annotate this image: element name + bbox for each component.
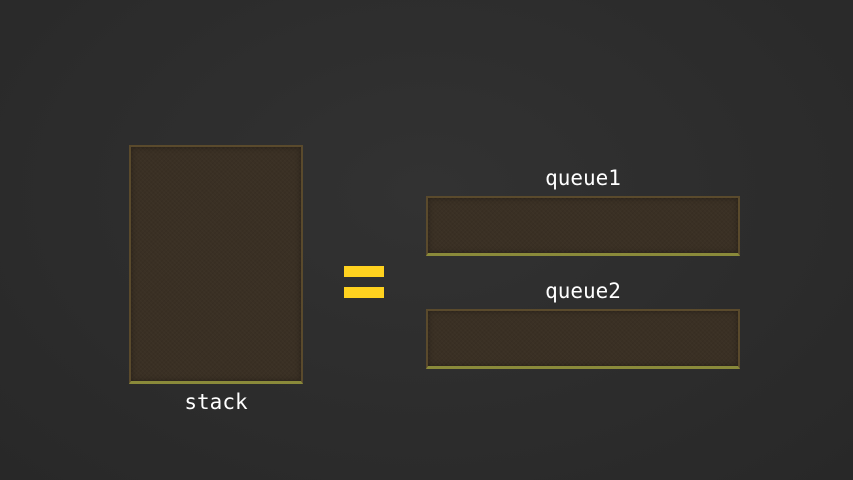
queue2-label: queue2 <box>545 279 621 303</box>
queue2-container <box>426 309 740 369</box>
stack-label: stack <box>184 390 248 414</box>
equals-bottom-bar <box>344 287 384 298</box>
equals-top-bar <box>344 266 384 277</box>
queue1-container <box>426 196 740 256</box>
stack-container <box>129 145 303 384</box>
equals-icon <box>344 266 384 299</box>
queue1-label: queue1 <box>545 166 621 190</box>
